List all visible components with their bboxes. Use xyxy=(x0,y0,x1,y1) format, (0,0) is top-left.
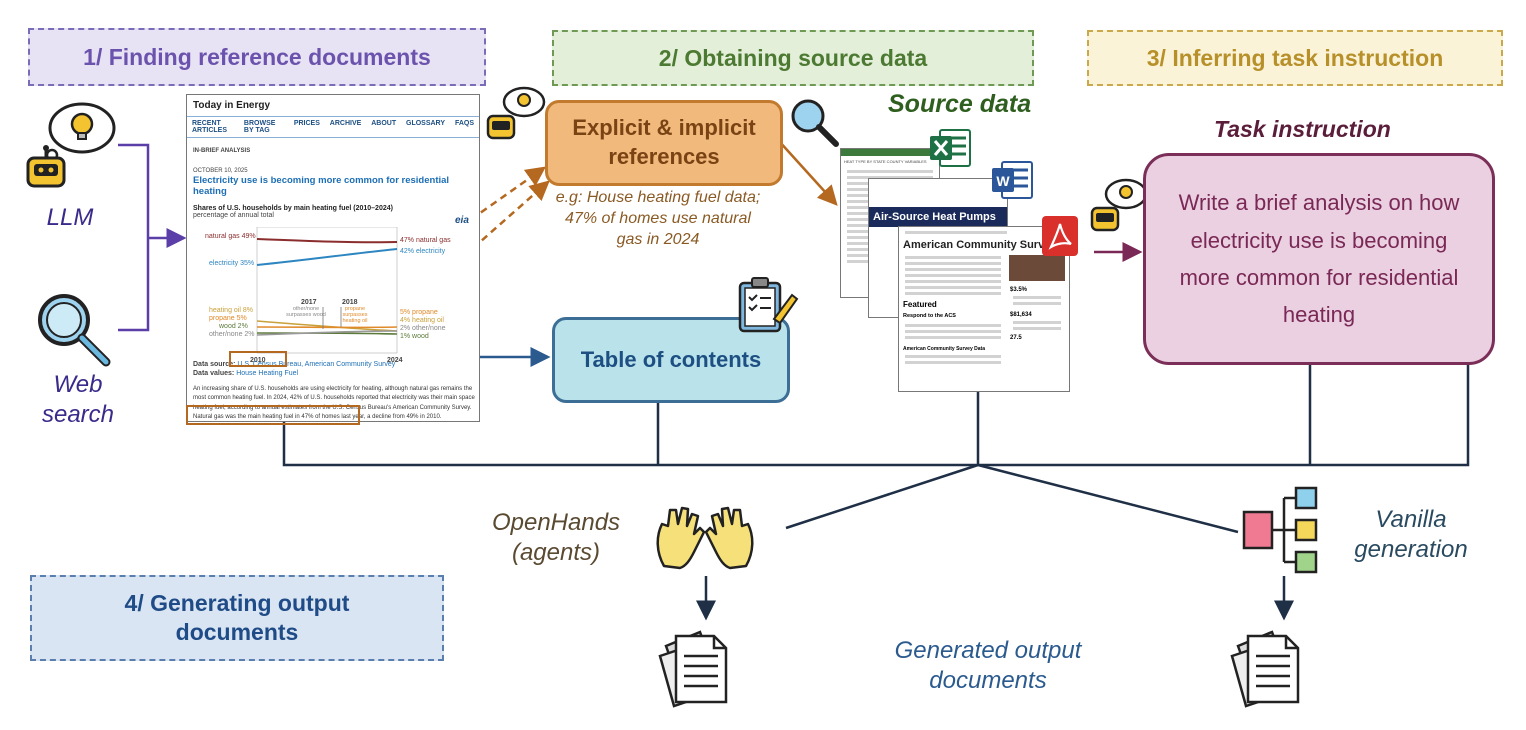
references-label: Explicit & implicit references xyxy=(572,115,756,169)
references-box: Explicit & implicit references xyxy=(545,100,783,186)
word-icon: W xyxy=(992,161,1033,199)
toc-label: Table of contents xyxy=(580,347,762,372)
left-label-wood: wood 2% xyxy=(219,323,248,330)
task-instruction-title: Task instruction xyxy=(1214,116,1391,142)
sheet-title: HEAT TYPE BY STATE COUNTY VARIABLES xyxy=(844,159,927,164)
nav-item[interactable]: PRICES xyxy=(293,120,320,127)
left-label-other: other/none 2% xyxy=(209,331,255,338)
refs-to-source-arrow xyxy=(777,139,838,206)
right-label-oil: 4% heating oil xyxy=(400,317,444,324)
right-label-wood: 1% wood xyxy=(400,333,429,340)
stage-1-label: 1/ Finding reference documents xyxy=(83,43,431,70)
merge-line xyxy=(282,365,1470,467)
robot-icon xyxy=(1090,178,1148,232)
article-date: OCTOBER 10, 2025 xyxy=(193,168,248,174)
nav-item[interactable]: ARCHIVE xyxy=(329,120,362,127)
acs-featured: Featured xyxy=(903,300,937,309)
chart-title: Shares of U.S. households by main heatin… xyxy=(193,204,393,212)
acs-title: American Community Survey ( xyxy=(903,239,1064,251)
openhands-label: OpenHands (agents) xyxy=(491,509,621,566)
mid-label-2018: 2018 xyxy=(342,299,358,306)
task-instruction-text: Write a brief analysis on how electricit… xyxy=(1178,190,1460,328)
excel-icon xyxy=(930,129,971,167)
acs-stat-3: 27.5 xyxy=(1010,335,1022,341)
chart-subtitle: percentage of annual total xyxy=(193,211,274,219)
article-headline: Electricity use is becoming more common … xyxy=(193,175,450,198)
right-label-gas: 47% natural gas xyxy=(400,237,451,244)
acs-stat-2: $81,634 xyxy=(1010,312,1032,318)
branch-openhands xyxy=(785,463,979,530)
right-label-propane: 5% propane xyxy=(400,309,438,316)
stage-3-header: 3/ Inferring task instruction xyxy=(1087,30,1503,86)
left-label-elec: electricity 35% xyxy=(209,260,255,267)
output-docs-icon xyxy=(1230,630,1300,708)
stage-3-label: 3/ Inferring task instruction xyxy=(1146,44,1444,71)
branch-vanilla xyxy=(977,463,1239,534)
data-source-label: Data source: xyxy=(193,361,236,368)
article-site-title: Today in Energy xyxy=(187,95,479,117)
left-label-gas: natural gas 49% xyxy=(205,233,256,240)
source-data-title: Source data xyxy=(888,90,1032,118)
x-tick-2024: 2024 xyxy=(387,357,403,364)
data-values-label: Data values: xyxy=(193,370,235,377)
nav-item[interactable]: RECENT ARTICLES xyxy=(192,120,227,134)
llm-connector xyxy=(118,143,150,332)
data-values-row: Data values: House Heating Fuel xyxy=(193,370,298,377)
body-highlight-box xyxy=(186,405,360,425)
llm-robot-icon xyxy=(26,102,116,188)
vanilla-label: Vanilla generation xyxy=(1354,506,1468,563)
robot-icon xyxy=(486,86,546,140)
left-label-oil: heating oil 8% xyxy=(209,307,253,314)
stage-1-header: 1/ Finding reference documents xyxy=(28,28,486,86)
nav-item[interactable]: GLOSSARY xyxy=(406,120,446,127)
reference-article: Today in Energy RECENT ARTICLES BROWSE B… xyxy=(186,94,480,422)
stage-2-header: 2/ Obtaining source data xyxy=(552,30,1034,86)
references-example: e.g: House heating fuel data; 47% of hom… xyxy=(555,189,761,248)
acs-stat-1: $3.5% xyxy=(1010,287,1028,293)
data-source-row: Data source: U.S. Census Bureau, America… xyxy=(193,361,395,368)
mid-label-propane: propane surpasses heating oil xyxy=(342,306,368,325)
magnifier-icon xyxy=(38,294,111,367)
mid-label-other: other/none surpasses wood xyxy=(286,306,326,319)
right-label-elec: 42% electricity xyxy=(400,248,446,255)
ref-dash-2 xyxy=(283,180,550,416)
left-label-propane: propane 5% xyxy=(209,315,247,322)
acs-data: American Community Survey Data xyxy=(903,346,985,352)
stage-2-label: 2/ Obtaining source data xyxy=(658,44,928,71)
article-nav: RECENT ARTICLES BROWSE BY TAG PRICES ARC… xyxy=(187,117,479,138)
nav-item[interactable]: ABOUT xyxy=(371,120,397,127)
search-icon xyxy=(791,99,839,147)
heat-pumps-title: Air-Source Heat Pumps xyxy=(869,207,1007,227)
eia-logo: eia xyxy=(455,215,469,226)
stage-4-label: 4/ Generating output documents xyxy=(124,590,350,645)
stage-4-header: 4/ Generating output documents xyxy=(30,575,444,661)
article-section: IN-BRIEF ANALYSIS xyxy=(193,148,251,154)
right-label-other: 2% other/none xyxy=(400,325,446,332)
pdf-icon xyxy=(1042,216,1078,256)
x-tick-2010: 2010 xyxy=(250,357,266,364)
llm-label: LLM xyxy=(46,204,94,231)
nav-item[interactable]: FAQS xyxy=(454,120,474,127)
article-body: An increasing share of U.S. households a… xyxy=(193,386,475,420)
raised-hands-icon xyxy=(656,506,754,570)
nav-item[interactable]: BROWSE BY TAG xyxy=(243,120,276,134)
data-source-value[interactable]: U.S. Census Bureau, American Community S… xyxy=(237,361,396,368)
acs-respond: Respond to the ACS xyxy=(903,313,956,319)
data-values-value[interactable]: House Heating Fuel xyxy=(236,370,299,377)
mid-label-2017: 2017 xyxy=(301,299,317,306)
mini-line-chart xyxy=(256,227,398,354)
task-instruction-box: Write a brief analysis on how electricit… xyxy=(1143,153,1495,365)
clipboard-icon xyxy=(738,277,799,333)
hierarchy-icon xyxy=(1242,486,1318,574)
acs-doc: American Community Survey ( Featured Res… xyxy=(898,226,1070,392)
source-highlight-box xyxy=(229,351,287,367)
generated-output-label: Generated output documents xyxy=(894,637,1082,694)
web-search-label: Web search xyxy=(41,371,115,428)
svg-text:W: W xyxy=(996,173,1010,189)
output-docs-icon xyxy=(658,630,728,708)
